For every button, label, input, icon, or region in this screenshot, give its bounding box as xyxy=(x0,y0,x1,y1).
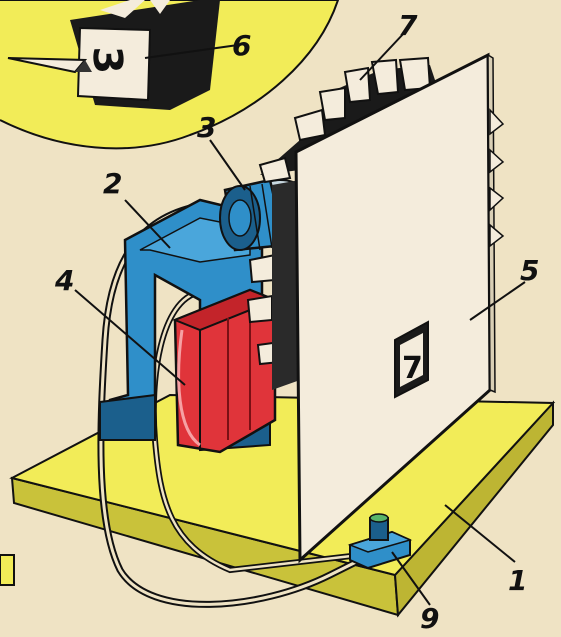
callout-5: 5 xyxy=(520,254,539,287)
callout-7: 7 xyxy=(398,9,418,42)
callout-2: 2 xyxy=(103,167,122,200)
callout-6: 6 xyxy=(232,29,251,62)
inset-detail: 3 xyxy=(0,0,338,148)
callout-3: 3 xyxy=(197,111,216,144)
window-digit: 7 xyxy=(402,351,423,386)
edge-marker xyxy=(0,555,14,585)
callout-1: 1 xyxy=(508,564,527,597)
base-board xyxy=(12,395,553,615)
callout-9: 9 xyxy=(420,602,439,635)
callout-4: 4 xyxy=(54,264,74,297)
